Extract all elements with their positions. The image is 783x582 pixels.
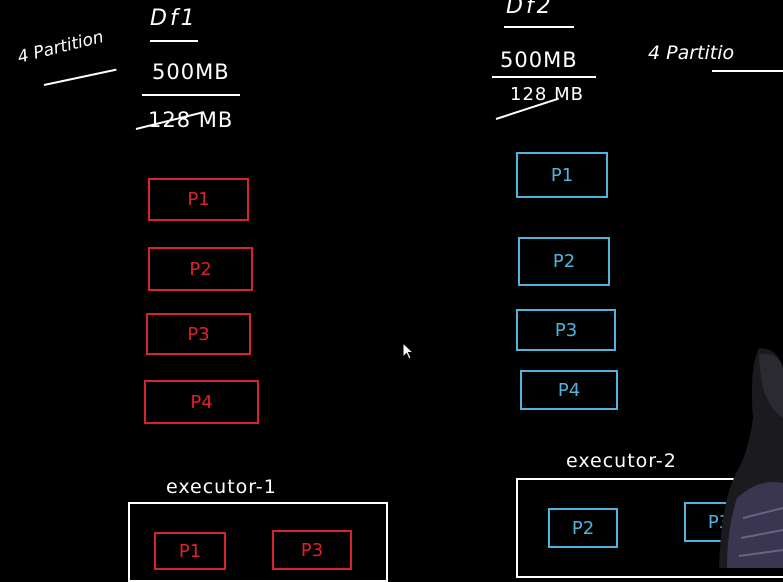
mouse-pointer-icon [402, 342, 415, 360]
executor-2-label: executor-2 [566, 450, 677, 472]
df2-title-underline [504, 26, 574, 28]
executor-2-partition-p2: P2 [548, 508, 618, 548]
df2-title: Df2 [506, 0, 554, 19]
df1-partition-note: 4 Partition [15, 27, 106, 68]
df2-partition-p3: P3 [516, 309, 616, 351]
df1-size-total: 500MB [152, 60, 230, 84]
executor-1-partition-p3: P3 [272, 530, 352, 570]
df1-partition-p2: P2 [148, 247, 253, 291]
executor-1-partition-p1: P1 [154, 532, 226, 570]
executor-1-box: P1 P3 [128, 502, 388, 582]
df2-partition-note-underline [712, 70, 783, 72]
df2-partition-p2: P2 [518, 237, 610, 286]
df1-size-divider [142, 94, 240, 96]
df1-partition-note-underline [43, 68, 117, 86]
df2-partition-p1: P1 [516, 152, 608, 198]
presenter-video-overlay [719, 348, 783, 568]
df2-size-divider [492, 76, 596, 78]
df2-partition-note: 4 Partitio [648, 42, 735, 64]
df1-title-underline [150, 40, 198, 42]
df1-size-block: 128 MB [148, 108, 234, 132]
df1-partition-p3: P3 [146, 313, 251, 355]
df1-title: Df1 [150, 6, 198, 31]
df2-size-block: 128 MB [510, 84, 584, 105]
df2-partition-p4: P4 [520, 370, 618, 410]
df1-partition-p1: P1 [148, 178, 249, 221]
df2-size-total: 500MB [500, 48, 578, 72]
df1-partition-p4: P4 [144, 380, 259, 424]
executor-1-label: executor-1 [166, 476, 277, 498]
